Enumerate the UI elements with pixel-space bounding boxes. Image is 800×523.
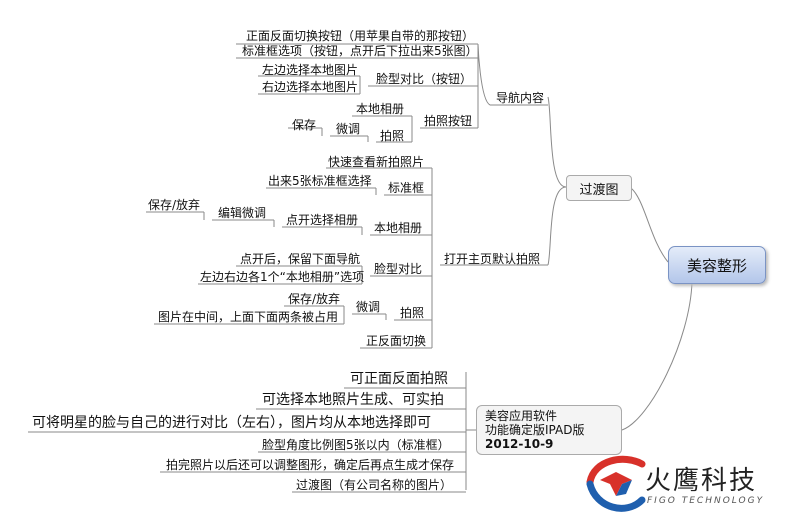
nav-frame-option: 标准框选项（按钮，点开后下拉出来5张图） [242,44,478,58]
nav-take-photo: 拍照 [380,129,405,143]
version-node: 美容应用软件 功能确定版IPAD版 2012-10-9 [476,405,622,455]
nav-save: 保存 [292,118,317,132]
home-edit-tune: 编辑微调 [218,206,267,220]
transition-label: 过渡图 [579,182,619,198]
home-keep-nav: 点开后，保留下面导航 [240,252,361,266]
feature-transition-image: 过渡图（有公司名称的图片） [296,478,453,492]
nav-photo-button: 拍照按钮 [424,114,473,128]
feature-adjust-save: 拍完照片以后还可以调整图形，确定后再点生成才保存 [166,458,455,472]
home-pick-album: 点开选择相册 [286,213,359,227]
feature-face-angle: 脸型角度比例图5张以内（标准框） [262,438,450,452]
home-local-album: 本地相册 [374,221,423,235]
nav-face-compare: 脸型对比（按钮） [376,72,473,86]
version-line3: 2012-10-9 [485,437,554,451]
feature-star-compare: 可将明星的脸与自己的进行对比（左右），图片均从本地选择即可 [32,415,431,431]
nav-right-local: 右边选择本地图片 [262,80,359,94]
home-fine-tune: 微调 [356,300,381,314]
home-save-discard-2: 保存/放弃 [288,292,341,306]
home-title: 打开主页默认拍照 [444,252,541,266]
nav-local-album: 本地相册 [356,102,405,116]
home-two-album: 左边右边各1个“本地相册”选项 [200,270,365,284]
logo-name: 火鹰科技 [645,466,758,496]
feature-flip-photo: 可正面反面拍照 [350,371,448,387]
version-line2: 功能确定版IPAD版 [485,423,585,437]
nav-title: 导航内容 [496,91,545,105]
home-frame: 标准框 [388,181,425,195]
nav-left-local: 左边选择本地图片 [262,63,359,77]
nav-flip-button: 正面反面切换按钮（用苹果自带的那按钮） [246,29,475,43]
version-line1: 美容应用软件 [485,409,558,423]
home-save-discard: 保存/放弃 [148,198,201,212]
transition-node: 过渡图 [566,175,632,201]
figo-logo-icon [586,455,646,512]
home-flip: 正反面切换 [366,334,427,348]
nav-fine-tune: 微调 [336,122,361,136]
home-face-compare: 脸型对比 [374,262,423,276]
home-take-photo: 拍照 [400,306,425,320]
center-label: 美容整形 [686,256,747,275]
home-quick-view: 快速查看新拍照片 [328,155,425,169]
center-node: 美容整形 [668,246,766,284]
feature-local-or-shoot: 可选择本地照片生成、可实拍 [262,392,444,408]
logo-english: FIGO TECHNOLOGY [647,496,765,506]
home-photo-center: 图片在中间，上面下面两条被占用 [158,310,339,324]
home-frame-desc: 出来5张标准框选择 [268,174,372,188]
